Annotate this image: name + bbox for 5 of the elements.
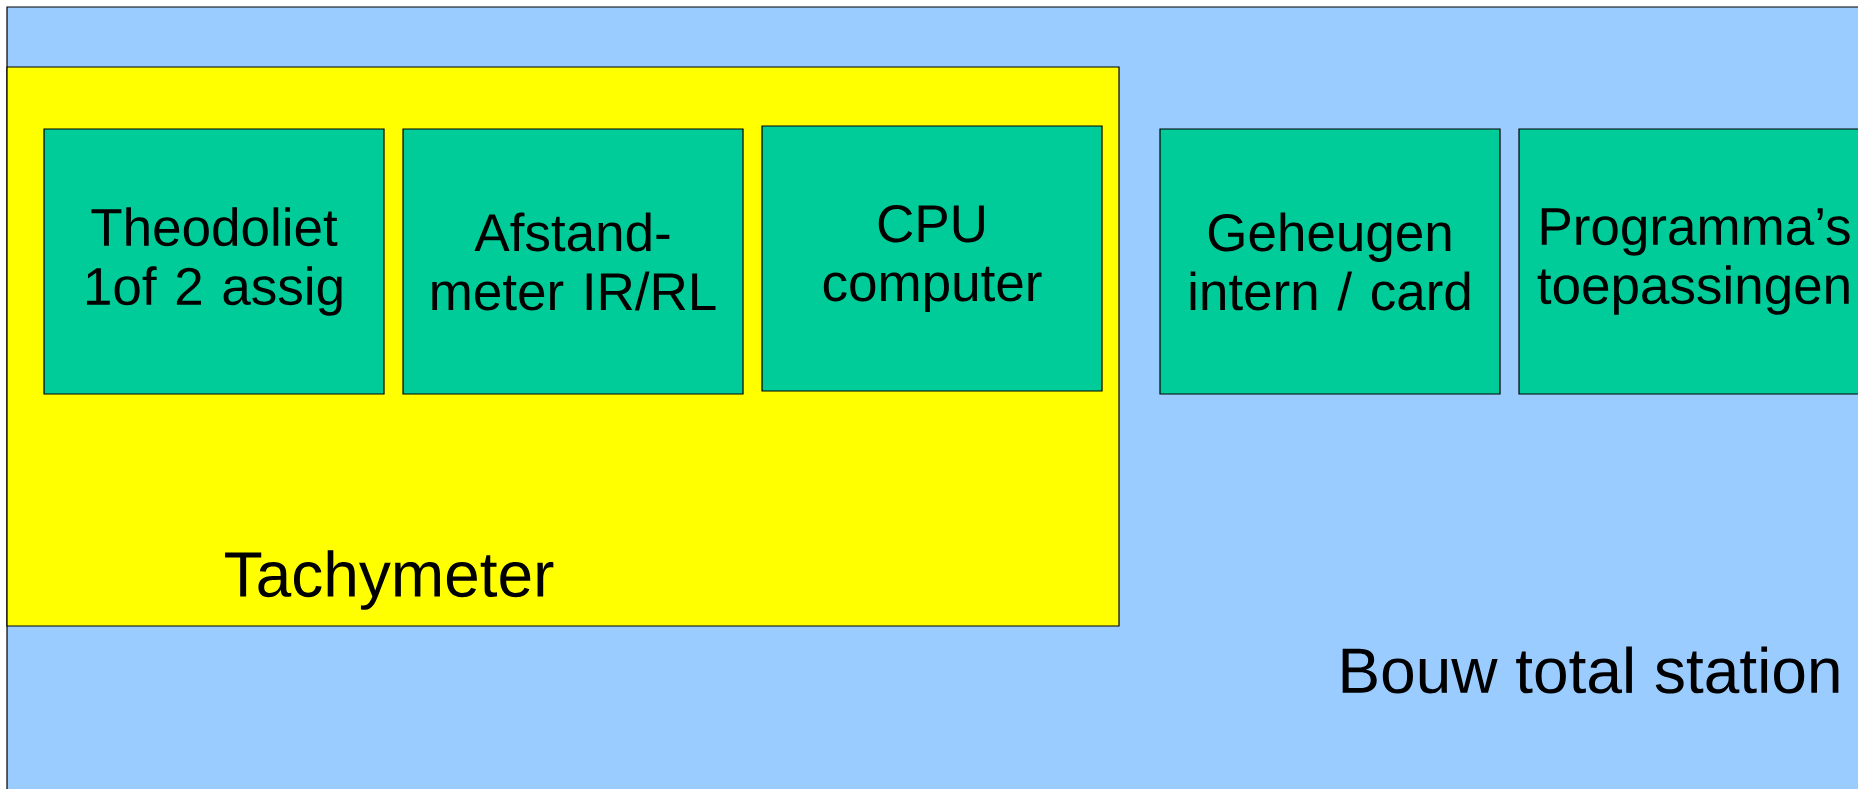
component-box: Afstand- meter IR/RL — [402, 128, 744, 395]
component-box: Geheugen intern / card — [1159, 128, 1501, 395]
component-box: Programma’s toepassingen — [1518, 128, 1858, 395]
component-box: Theodoliet 1of 2 assig — [43, 128, 385, 395]
component-box: CPU computer — [761, 125, 1103, 392]
